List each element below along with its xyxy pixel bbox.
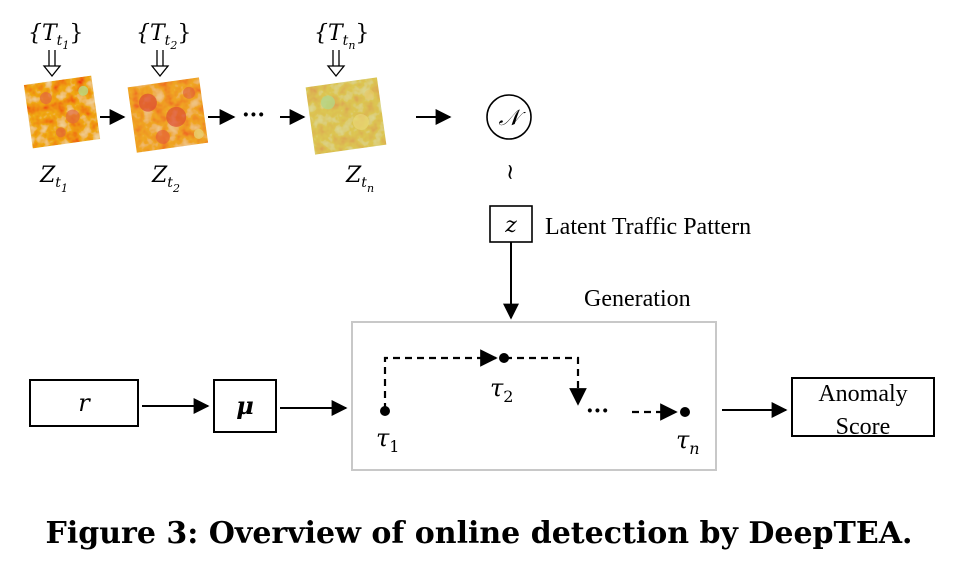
z-label-1: Zt1 bbox=[39, 163, 68, 195]
traffic-heatmap-n bbox=[305, 77, 387, 155]
sampling-tilde: ~ bbox=[497, 163, 522, 181]
generation-box bbox=[351, 321, 717, 471]
mu-symbol: μ bbox=[236, 391, 254, 420]
taun-label: τn bbox=[676, 426, 700, 458]
set-label-1: {Tt1} bbox=[28, 21, 83, 52]
latent-symbol: z bbox=[504, 213, 517, 238]
tau1-label: τ1 bbox=[376, 424, 399, 456]
trajectory-path bbox=[380, 349, 690, 421]
traffic-heatmap-2 bbox=[127, 77, 209, 153]
tau1-point bbox=[380, 406, 390, 416]
set-label-2: {Tt2} bbox=[136, 21, 191, 52]
figure-caption: Figure 3: Overview of online detection b… bbox=[45, 516, 913, 551]
anomaly-score-line2: Score bbox=[836, 414, 891, 440]
taun-point bbox=[680, 407, 690, 417]
tau2-point bbox=[499, 353, 509, 363]
snapshot-n: {Ttn} Ztn bbox=[305, 21, 387, 195]
z-label-n: Ztn bbox=[345, 163, 374, 195]
traffic-heatmap-1 bbox=[23, 75, 101, 149]
down-hollow-arrow-2 bbox=[150, 50, 170, 78]
z-label-2: Zt2 bbox=[151, 163, 180, 195]
snapshot-1: {Tt1} Zt1 bbox=[23, 21, 101, 195]
path-ellipsis: ··· bbox=[586, 398, 609, 424]
set-label-n: {Ttn} bbox=[314, 21, 369, 52]
route-symbol: r bbox=[78, 389, 91, 417]
generation-label: Generation bbox=[584, 286, 691, 312]
snapshot-ellipsis: ··· bbox=[242, 102, 265, 128]
mu-node: μ bbox=[213, 379, 277, 433]
anomaly-score-line1: Anomaly bbox=[818, 381, 907, 407]
anomaly-score-node: Anomaly Score bbox=[791, 377, 935, 440]
latent-label: Latent Traffic Pattern bbox=[545, 214, 751, 240]
down-hollow-arrow-1 bbox=[42, 50, 62, 78]
latent-node: z bbox=[489, 205, 533, 243]
snapshot-2: {Tt2} Zt2 bbox=[127, 21, 209, 195]
route-node: r bbox=[29, 379, 139, 427]
normal-distribution-node: 𝒩 bbox=[486, 94, 532, 140]
down-hollow-arrow-n bbox=[326, 50, 346, 78]
tau2-label: τ2 bbox=[490, 374, 513, 406]
